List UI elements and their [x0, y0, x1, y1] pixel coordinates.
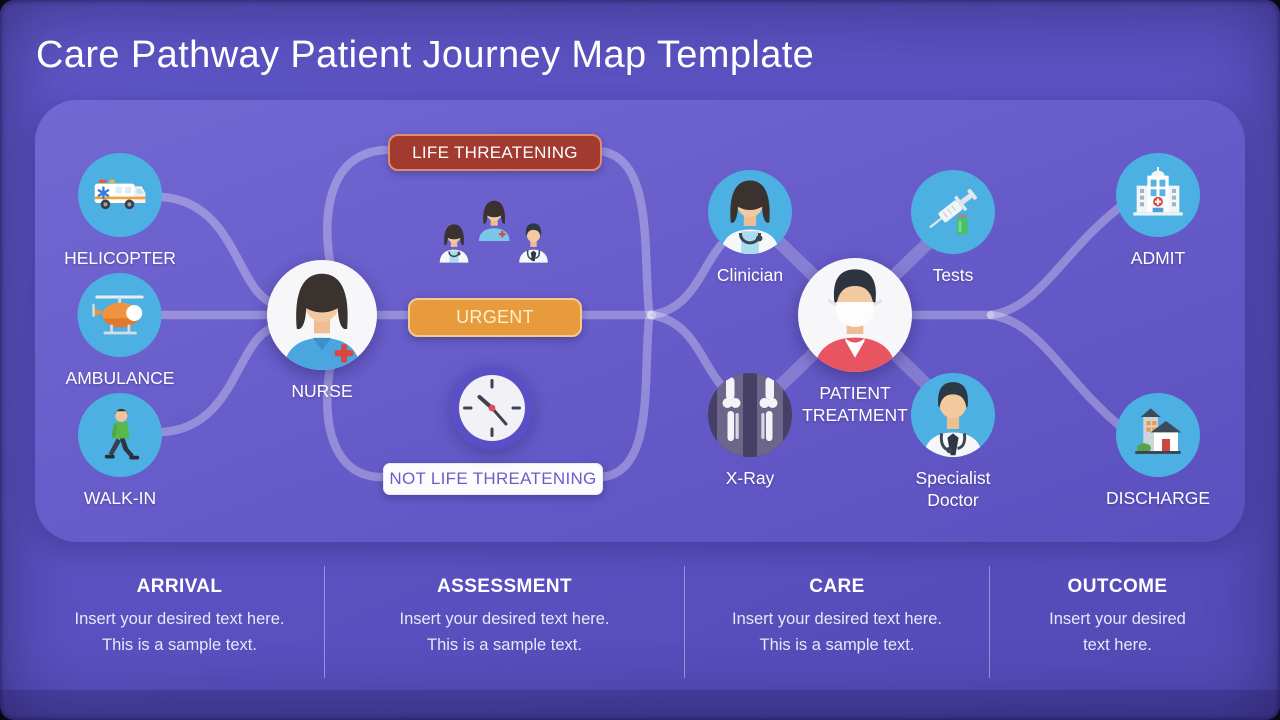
- stage-description: Insert your desired text here. This is a…: [399, 610, 610, 654]
- node-label: Clinician: [716, 265, 784, 285]
- node-clinician: Clinician: [708, 170, 792, 287]
- life-threatening-badge: LIFE THREATENING: [388, 134, 602, 171]
- bottom-band: [0, 690, 1280, 720]
- node-nurse: NURSE: [267, 260, 377, 403]
- not-life-threatening-badge: NOT LIFE THREATENING: [383, 463, 603, 495]
- slide-title: Care Pathway Patient Journey Map Templat…: [36, 34, 815, 76]
- journey-panel: [35, 100, 1245, 542]
- node-ambulance: AMBULANCE: [65, 273, 175, 390]
- node-label: NURSE: [291, 381, 353, 401]
- node-patient-treatment: PATIENT TREATMENT: [797, 258, 913, 427]
- node-label: PATIENT TREATMENT: [802, 383, 908, 425]
- ambulance-van-icon: [77, 153, 162, 237]
- clock-icon: [450, 366, 534, 450]
- node-label: HELICOPTER: [64, 248, 176, 268]
- stage-description: Insert your desired text here. This is a…: [731, 610, 943, 654]
- stage-row: ARRIVAL Insert your desired text here. T…: [35, 566, 1245, 678]
- stage-description: Insert your desired text here.: [1049, 610, 1186, 654]
- node-label: Specialist Doctor: [915, 468, 991, 510]
- node-label: AMBULANCE: [65, 368, 175, 388]
- masked-patient-icon: [798, 258, 912, 372]
- node-specialist-doctor: Specialist Doctor: [901, 373, 1005, 512]
- node-label: X-Ray: [725, 468, 775, 488]
- stage-name: OUTCOME: [1067, 576, 1168, 597]
- urgent-badge: URGENT: [408, 298, 582, 337]
- house-icon: [1115, 393, 1200, 477]
- medical-team-icon: [430, 192, 556, 268]
- node-label: WALK-IN: [83, 488, 157, 508]
- stage-name: ARRIVAL: [136, 576, 223, 597]
- node-helicopter: HELICOPTER: [64, 153, 176, 270]
- stage-assessment: ASSESSMENT Insert your desired text here…: [325, 566, 685, 678]
- stage-care: CARE Insert your desired text here. This…: [685, 566, 990, 678]
- stage-arrival: ARRIVAL Insert your desired text here. T…: [35, 566, 325, 678]
- stage-name: ASSESSMENT: [437, 576, 572, 597]
- nurse-avatar-icon: [267, 260, 377, 370]
- node-discharge: DISCHARGE: [1106, 393, 1210, 510]
- male-doctor-icon: [911, 373, 995, 457]
- node-x-ray: X-Ray: [708, 373, 792, 490]
- knee-xray-icon: [708, 373, 792, 457]
- walking-person-icon: [78, 393, 162, 477]
- stage-outcome: OUTCOME Insert your desired text here.: [990, 566, 1245, 678]
- female-doctor-icon: [708, 170, 792, 254]
- node-tests: Tests: [911, 170, 995, 287]
- node-label: ADMIT: [1130, 248, 1186, 268]
- node-label: Tests: [932, 265, 974, 285]
- stage-name: CARE: [809, 576, 865, 597]
- node-walk-in: WALK-IN: [78, 393, 162, 510]
- syringe-vial-icon: [911, 170, 995, 254]
- node-label: DISCHARGE: [1105, 488, 1211, 508]
- node-admit: ADMIT: [1116, 153, 1200, 270]
- stage-description: Insert your desired text here. This is a…: [74, 610, 285, 654]
- hospital-building-icon: [1116, 153, 1200, 237]
- helicopter-icon: [77, 273, 162, 357]
